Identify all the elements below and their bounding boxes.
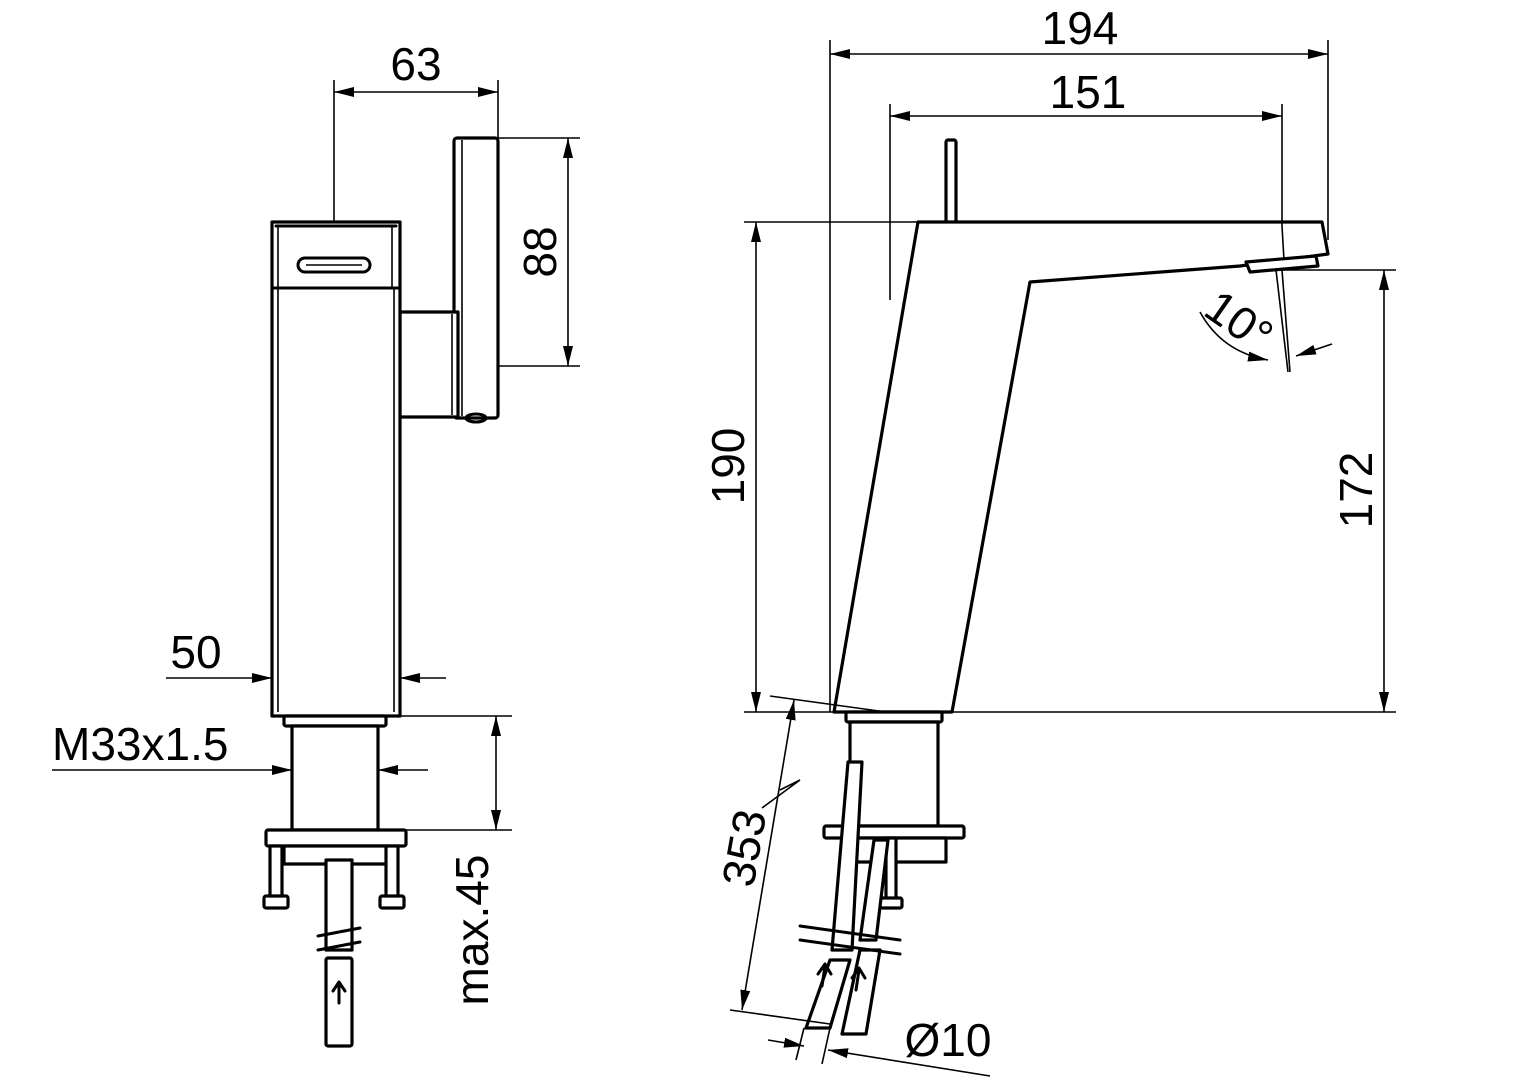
flow-arrow-icon-1: [816, 962, 833, 988]
thread-shank: [290, 724, 380, 832]
side-view: 63 88 50 M33x1.5 max.45: [52, 38, 580, 1048]
lever-handle: [452, 136, 500, 420]
dim-diameter: Ø10: [905, 1014, 992, 1066]
dim-151: 151: [1050, 66, 1127, 118]
aerator: [296, 256, 372, 274]
front-view: 194 151 190 172 10° 353 Ø10: [702, 2, 1396, 1077]
dim-50: 50: [170, 626, 221, 678]
supply-hose-side: [324, 858, 354, 952]
faucet-body-front: [832, 220, 1330, 714]
lever-rod: [944, 138, 958, 226]
lever-hub: [398, 310, 460, 419]
supply-hose-2: [858, 838, 890, 942]
dim-194: 194: [1042, 2, 1119, 54]
flow-arrow-icon-2: [850, 966, 867, 992]
mounting-plate: [264, 828, 408, 848]
supply-hose-1: [830, 760, 864, 952]
dim-63: 63: [390, 38, 441, 90]
flow-arrow-icon: [331, 980, 347, 1005]
dim-190: 190: [702, 428, 754, 505]
dim-172: 172: [1330, 452, 1382, 529]
dim-max-45: max.45: [446, 855, 498, 1006]
dim-88: 88: [514, 226, 566, 277]
dim-353: 353: [712, 806, 777, 891]
dim-angle: 10°: [1196, 280, 1283, 362]
faucet-body-side: [270, 220, 402, 718]
spout-aerator: [1244, 254, 1320, 274]
dim-thread: M33x1.5: [52, 718, 228, 770]
